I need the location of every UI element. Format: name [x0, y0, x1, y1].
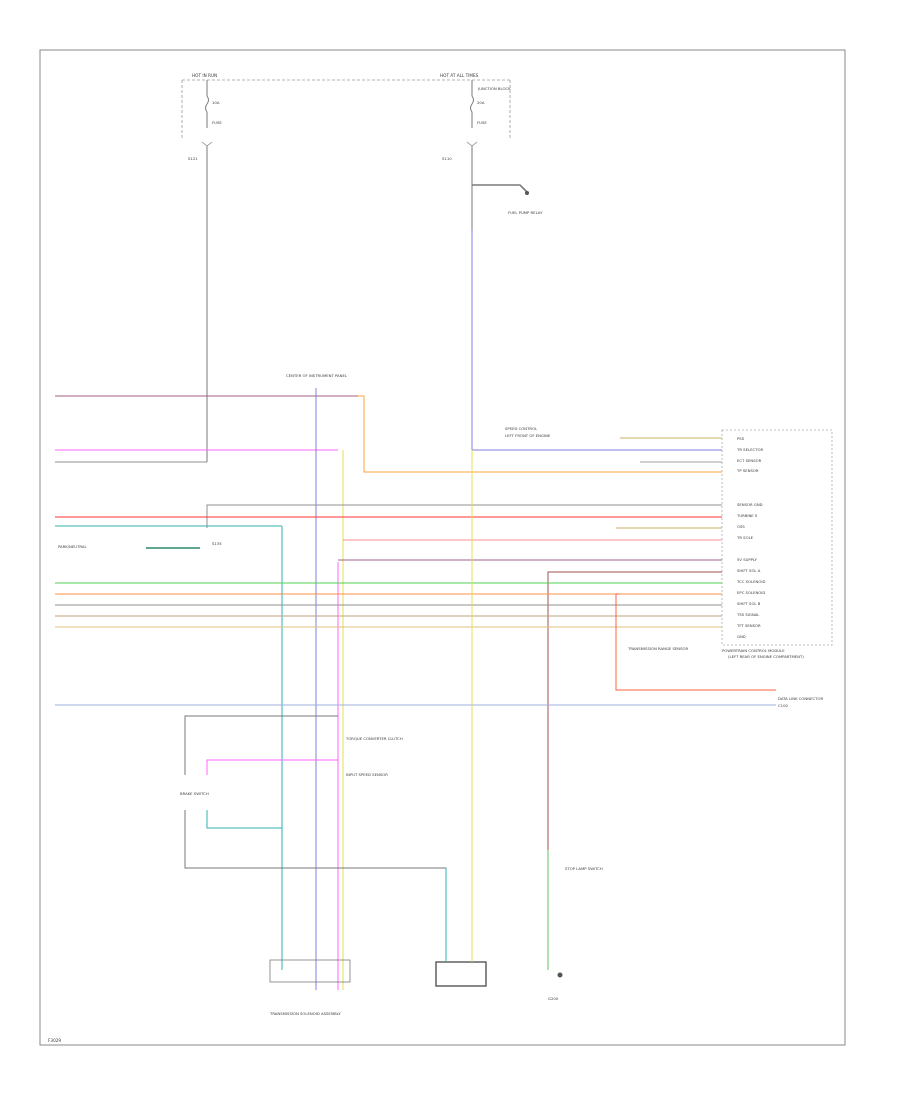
- hot-in-run-label: HOT IN RUN: [192, 73, 217, 78]
- splice-b-label: S110: [442, 156, 452, 161]
- pcm-pin-label: PSS: [737, 436, 745, 441]
- brake-switch-label: BRAKE SWITCH: [180, 791, 209, 796]
- splice-a-label: S121: [188, 156, 198, 161]
- junction-block-label: JUNCTION BLOCK: [477, 86, 511, 91]
- fuse-right: [470, 80, 474, 128]
- pcm-pin-label: OSS: [737, 524, 745, 529]
- input-speed-sensor-label: INPUT SPEED SENSOR: [346, 772, 388, 777]
- pcm-pin-label: TCC SOLENOID: [736, 579, 765, 584]
- pcm-connector-box: [721, 429, 833, 646]
- speed-control-label: SPEED CONTROL: [505, 426, 538, 431]
- data-link-label: DATA LINK CONNECTOR: [778, 696, 823, 701]
- pcm-pin-label: TURBINE S: [736, 513, 758, 518]
- hot-at-all-times-label: HOT AT ALL TIMES: [440, 73, 479, 78]
- pcm-pin-label: TFT SENSOR: [736, 623, 761, 628]
- pcm-pin-label: EPC SOLENOID: [737, 590, 765, 595]
- dlc-connector-label: C100: [778, 703, 788, 708]
- fuel-pump-relay-wire: [472, 184, 528, 193]
- pcm-pin-label: SENSOR GND: [737, 502, 763, 507]
- trans-connector-box: [269, 959, 351, 983]
- pcm-pin-label: TSS SIGNAL: [736, 612, 760, 617]
- pcm-label: POWERTRAIN CONTROL MODULE: [722, 648, 785, 653]
- fuse-left: [205, 80, 209, 128]
- fuse-left-name: FUSE: [212, 120, 222, 125]
- ground-label: G200: [548, 996, 559, 1001]
- pcm-pin-label: SHIFT SOL A: [737, 568, 761, 573]
- pcm-middle-wires: [55, 504, 722, 541]
- connector-marks-top: [201, 141, 478, 147]
- pcm-pin-label: TP SENSOR: [736, 468, 759, 473]
- pcm-pin-label: TR SELECTOR: [736, 447, 763, 452]
- pcm-pin-label: SHIFT SOL B: [737, 601, 761, 606]
- pcm-pin-label: GND: [737, 634, 746, 639]
- fuse-right-name: FUSE: [477, 120, 487, 125]
- pcm-location-label: (LEFT REAR OF ENGINE COMPARTMENT): [728, 654, 804, 659]
- pcm-pin-label: 5V SUPPLY: [737, 557, 758, 562]
- pcm-pin-label: ECT SENSOR: [737, 458, 762, 463]
- fuse-right-rating: 20A: [477, 100, 485, 105]
- fuse-left-rating: 10A: [212, 100, 220, 105]
- torque-converter-label: TORQUE CONVERTER CLUTCH: [345, 736, 403, 741]
- park-neutral-label: PARK/NEUTRAL: [58, 544, 87, 549]
- trans-solenoid-label: TRANSMISSION SOLENOID ASSEMBLY: [269, 1011, 341, 1016]
- trans-range-sensor-label: TRANSMISSION RANGE SENSOR: [627, 646, 689, 651]
- pcm-pin-labels: PSS TR SELECTOR ECT SENSOR TP SENSOR SEN…: [736, 436, 765, 639]
- diagram-border: [39, 49, 846, 1046]
- splice-left-label: S135: [212, 541, 222, 546]
- fuse-box-outline: [181, 79, 511, 138]
- stop-lamp-switch-label: STOP LAMP SWITCH: [565, 866, 603, 871]
- pcm-lower-wires: [55, 559, 776, 850]
- ground-symbol: [557, 972, 563, 978]
- fuel-pump-relay-label: FUEL PUMP RELAY: [508, 210, 543, 215]
- pcm-pin-label: TR SOLE: [736, 535, 754, 540]
- figure-number: F3029: [48, 1038, 61, 1043]
- pcm-upper-wires: [358, 395, 722, 473]
- fuel-pump-relay-terminal: [525, 191, 529, 195]
- range-sensor-box: [435, 961, 487, 987]
- center-harness-label: CENTER OF INSTRUMENT PANEL: [286, 373, 348, 378]
- left-front-engine-label: LEFT FRONT OF ENGINE: [505, 433, 551, 438]
